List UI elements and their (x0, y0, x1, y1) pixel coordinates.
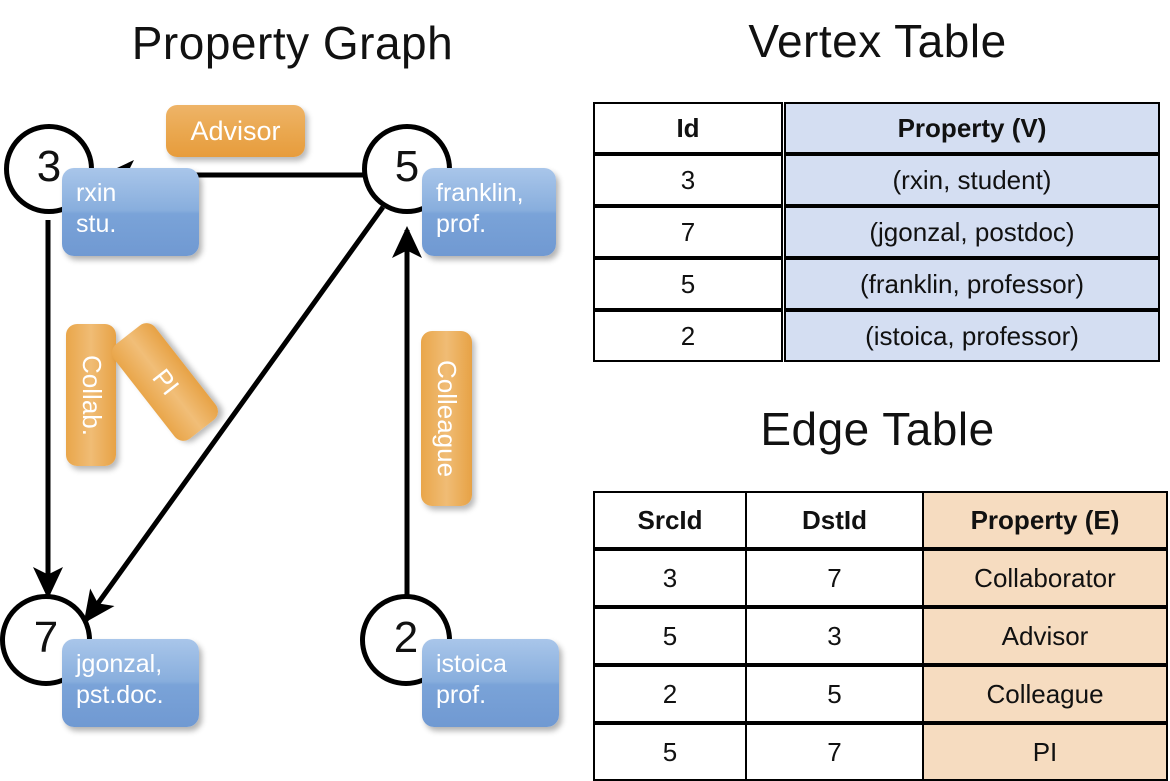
table-header-row: DstId (745, 491, 924, 549)
graph-node-3-label: 3 (36, 142, 62, 191)
graph-node-3-property-line-2: stu. (76, 209, 117, 238)
edge-table-cell-srcid: 5 (593, 723, 747, 781)
table-header-row: Property (V) (784, 102, 1160, 154)
table-header-row: Property (E) (922, 491, 1168, 549)
table-row[interactable]: 3 (593, 549, 747, 607)
edge-table-cell-dstid: 7 (745, 723, 924, 781)
graph-node-5-label: 5 (394, 142, 420, 191)
edge-table-cell-srcid: 2 (593, 665, 747, 723)
edge-table-cell-property: PI (922, 723, 1168, 781)
graph-node-2-label: 2 (393, 613, 419, 662)
graph-node-7-property-line-1: jgonzal, (76, 650, 163, 678)
table-row[interactable]: PI (922, 723, 1168, 781)
edge-table-title: Edge Table (760, 403, 995, 455)
slide-canvas: Property Graph Vertex Table Edge Table 3 (0, 15, 1168, 781)
edge-table-cell-property: Colleague (922, 665, 1168, 723)
graph-node-2-property-line-1: istoica (436, 650, 507, 678)
table-row[interactable]: 5 (593, 258, 783, 310)
vertex-table-property-column: Property (V) (rxin, student) (jgonzal, p… (784, 102, 1160, 362)
vertex-table-header-property: Property (V) (784, 102, 1160, 154)
vertex-table-id-column: Id 3 7 5 2 (593, 102, 783, 362)
vertex-table-cell-id: 7 (593, 206, 783, 258)
table-row[interactable]: Advisor (922, 607, 1168, 665)
graph-node-7-property-line-2: pst.doc. (76, 680, 164, 709)
table-row[interactable]: 7 (593, 206, 783, 258)
table-header-row: SrcId (593, 491, 747, 549)
table-row[interactable]: 5 (593, 607, 747, 665)
graph-node-2-property-line-2: prof. (436, 680, 487, 709)
edge-label-collab: Collab. (66, 324, 116, 466)
table-row[interactable]: (jgonzal, postdoc) (784, 206, 1160, 258)
table-row[interactable]: 5 (593, 723, 747, 781)
edge-table-cell-dstid: 3 (745, 607, 924, 665)
property-graph-title: Property Graph (131, 17, 454, 69)
table-row[interactable]: 7 (745, 549, 924, 607)
vertex-table-cell-property: (franklin, professor) (784, 258, 1160, 310)
vertex-table-cell-id: 2 (593, 310, 783, 362)
table-row[interactable]: 2 (593, 310, 783, 362)
edge-table-header-property: Property (E) (922, 491, 1168, 549)
table-header-row: Id (593, 102, 783, 154)
vertex-table-cell-property: (jgonzal, postdoc) (784, 206, 1160, 258)
table-row[interactable]: 7 (745, 723, 924, 781)
graph-node-5-property-line-1: franklin, (436, 179, 524, 207)
vertex-table-cell-id: 5 (593, 258, 783, 310)
graph-node-5-property-line-2: prof. (436, 209, 487, 238)
graph-node-3-property-box: rxin stu. (62, 168, 199, 256)
vertex-table-cell-property: (istoica, professor) (784, 310, 1160, 362)
edge-label-colleague-text: Colleague (432, 359, 462, 478)
edge-label-pi-text: PI (146, 362, 185, 401)
table-row[interactable]: 3 (593, 154, 783, 206)
edge-table-cell-srcid: 5 (593, 607, 747, 665)
vertex-table-cell-property: (rxin, student) (784, 154, 1160, 206)
table-row[interactable]: Colleague (922, 665, 1168, 723)
edge-table-cell-dstid: 7 (745, 549, 924, 607)
graph-node-7-property-box: jgonzal, pst.doc. (62, 639, 199, 727)
graph-node-3-property-line-1: rxin (76, 179, 117, 207)
edge-table-header-srcid: SrcId (593, 491, 747, 549)
table-row[interactable]: (franklin, professor) (784, 258, 1160, 310)
graph-node-7-label: 7 (33, 613, 59, 662)
table-row[interactable]: 5 (745, 665, 924, 723)
edge-label-advisor-text: Advisor (190, 115, 281, 146)
vertex-table-title: Vertex Table (748, 15, 1007, 67)
table-row[interactable]: 3 (745, 607, 924, 665)
graph-node-5-property-box: franklin, prof. (422, 168, 556, 256)
edge-table-cell-property: Advisor (922, 607, 1168, 665)
graph-node-2-property-box: istoica prof. (422, 639, 559, 727)
property-graph-diagram: 3 rxin stu. 5 franklin, prof. 7 jgonzal,… (0, 90, 585, 760)
edge-table-header-dstid: DstId (745, 491, 924, 549)
edge-label-advisor: Advisor (166, 105, 305, 157)
vertex-table-cell-id: 3 (593, 154, 783, 206)
edge-label-collab-text: Collab. (76, 354, 107, 436)
edge-table-dstid-column: DstId 7 3 5 7 (745, 491, 924, 781)
table-row[interactable]: (istoica, professor) (784, 310, 1160, 362)
vertex-table-header-id: Id (593, 102, 783, 154)
edge-table-srcid-column: SrcId 3 5 2 5 (593, 491, 747, 781)
table-row[interactable]: Collaborator (922, 549, 1168, 607)
edge-table-cell-dstid: 5 (745, 665, 924, 723)
edge-table-property-column: Property (E) Collaborator Advisor Collea… (922, 491, 1168, 781)
table-row[interactable]: (rxin, student) (784, 154, 1160, 206)
table-row[interactable]: 2 (593, 665, 747, 723)
edge-table-cell-property: Collaborator (922, 549, 1168, 607)
edge-table-cell-srcid: 3 (593, 549, 747, 607)
edge-5-to-7-pi (83, 205, 386, 624)
edge-label-colleague: Colleague (421, 331, 472, 506)
